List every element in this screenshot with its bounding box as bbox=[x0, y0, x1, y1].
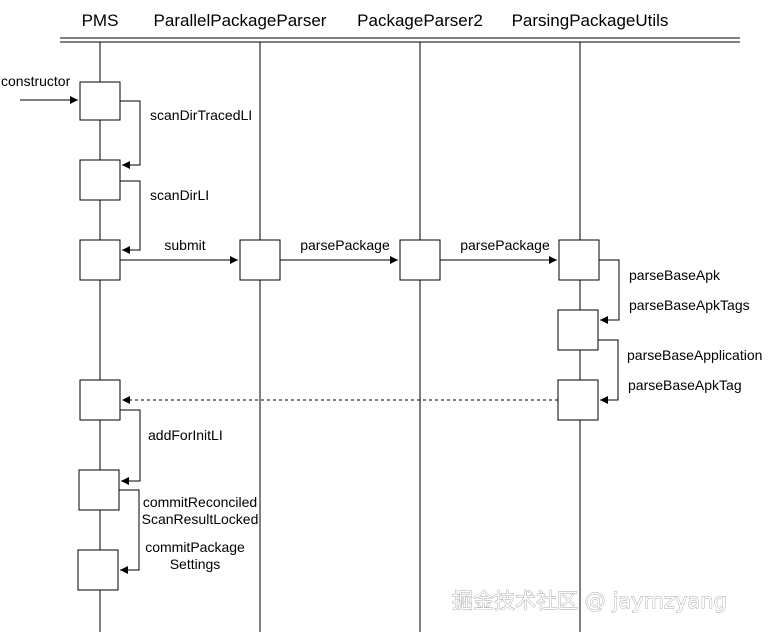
message-label-scan-dir: scanDirLI bbox=[150, 187, 209, 203]
message-label-parse-base-apk-tag: parseBaseApkTag bbox=[628, 377, 742, 393]
message-label-parse-base-apk-tags: parseBaseApkTags bbox=[629, 297, 750, 313]
message-label-scan-dir-traced: scanDirTracedLI bbox=[150, 107, 252, 123]
message-label-commit-reconciled-1: commitReconciled bbox=[143, 494, 257, 510]
activation-box bbox=[239, 239, 281, 281]
activation-box bbox=[77, 549, 119, 591]
message-label-commit-package-1: commitPackage bbox=[145, 539, 245, 555]
self-call-arrow bbox=[119, 489, 140, 574]
participant-parallel-package-parser: ParallelPackageParser bbox=[154, 11, 327, 30]
self-call-arrow bbox=[120, 100, 141, 169]
participant-parsing-package-utils: ParsingPackageUtils bbox=[512, 11, 669, 30]
message-label-add-for-init: addForInitLI bbox=[148, 427, 223, 443]
activation-box bbox=[558, 239, 600, 281]
self-call-arrow bbox=[120, 409, 141, 485]
self-call-arrow bbox=[598, 339, 619, 404]
activation-box bbox=[79, 81, 121, 121]
message-label-parse-base-apk: parseBaseApk bbox=[629, 267, 721, 283]
activation-box bbox=[557, 379, 599, 421]
message-label-submit: submit bbox=[164, 237, 205, 253]
self-call-arrow bbox=[120, 180, 141, 254]
message-label-commit-reconciled-2: ScanResultLocked bbox=[142, 511, 259, 527]
message-label-parse-package: parsePackage bbox=[300, 237, 390, 253]
activation-box bbox=[79, 239, 121, 281]
activation-box bbox=[557, 309, 599, 351]
participant-package-parser2: PackageParser2 bbox=[357, 11, 483, 30]
participant-pms: PMS bbox=[82, 11, 119, 30]
activation-box bbox=[79, 159, 121, 201]
watermark: 掘金技术社区 @ jaymzyang bbox=[452, 589, 727, 613]
self-call-arrow bbox=[599, 259, 620, 324]
message-label-parse-base-application: parseBaseApplication bbox=[627, 347, 762, 363]
activation-box bbox=[79, 379, 121, 421]
activation-box bbox=[78, 469, 120, 511]
message-label-constructor: constructor bbox=[1, 73, 71, 89]
message-label-commit-package-2: Settings bbox=[170, 556, 221, 572]
message-label-parse-package: parsePackage bbox=[460, 237, 550, 253]
activation-box bbox=[399, 239, 441, 281]
